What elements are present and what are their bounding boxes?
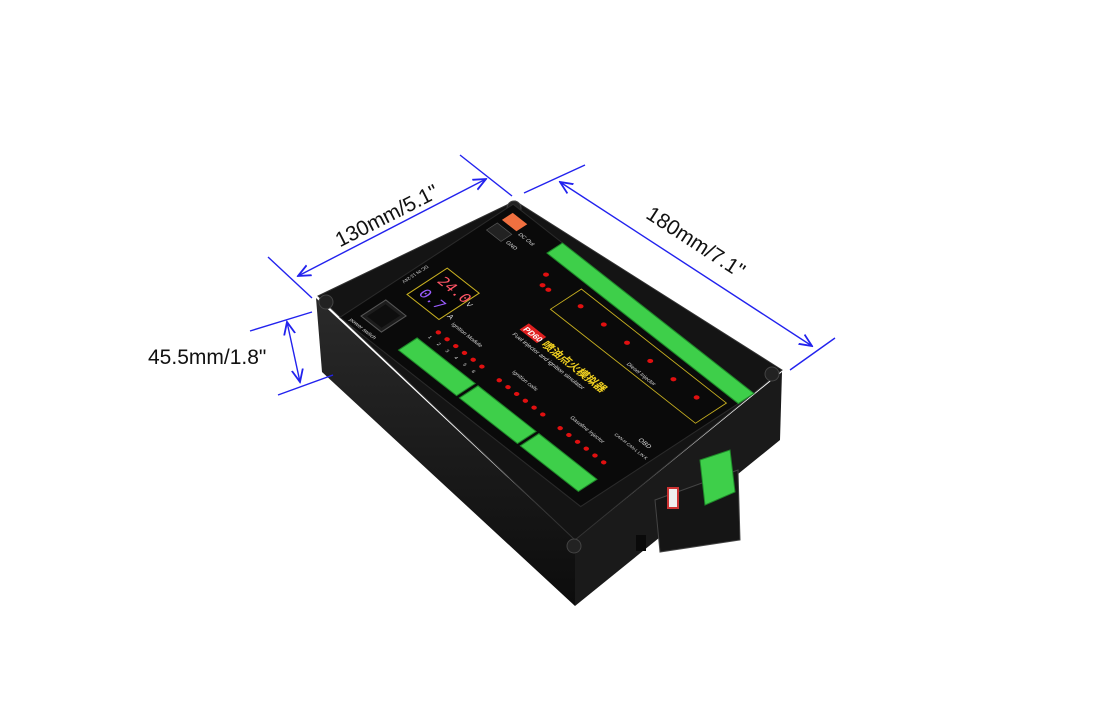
gnd-label: GND	[504, 240, 519, 251]
channel-label: 5	[461, 362, 468, 367]
channel-label: 2	[435, 342, 442, 347]
ignition-module-terminal-strip[interactable]	[397, 337, 477, 397]
dimension-lines	[249, 154, 836, 396]
ignition-coils-terminal-strip[interactable]	[458, 385, 537, 445]
channel-label: 3	[443, 349, 450, 354]
channel-label: 1	[426, 335, 433, 340]
top-panel: DC Out GND 24.0 0.7 V A DC IN 12-24V pow…	[339, 203, 755, 508]
voltage-unit: V	[463, 301, 474, 309]
gnd-connector	[485, 222, 513, 242]
screw-icon	[318, 294, 334, 310]
brand-badge	[519, 323, 547, 344]
obd-connector[interactable]	[636, 449, 741, 553]
channel-label: 6	[469, 369, 476, 374]
dc-out-connector	[501, 212, 528, 232]
screw-icon	[764, 366, 780, 382]
height-dimension-label: 45.5mm/1.8"	[148, 346, 266, 369]
width-dimension-label: 130mm/5.1"	[332, 180, 443, 252]
current-unit: A	[445, 313, 456, 321]
case-left-side	[316, 298, 575, 606]
screw-icon	[566, 538, 582, 554]
channel-label: 4	[452, 356, 459, 361]
gasoline-terminal-strip[interactable]	[519, 433, 598, 493]
